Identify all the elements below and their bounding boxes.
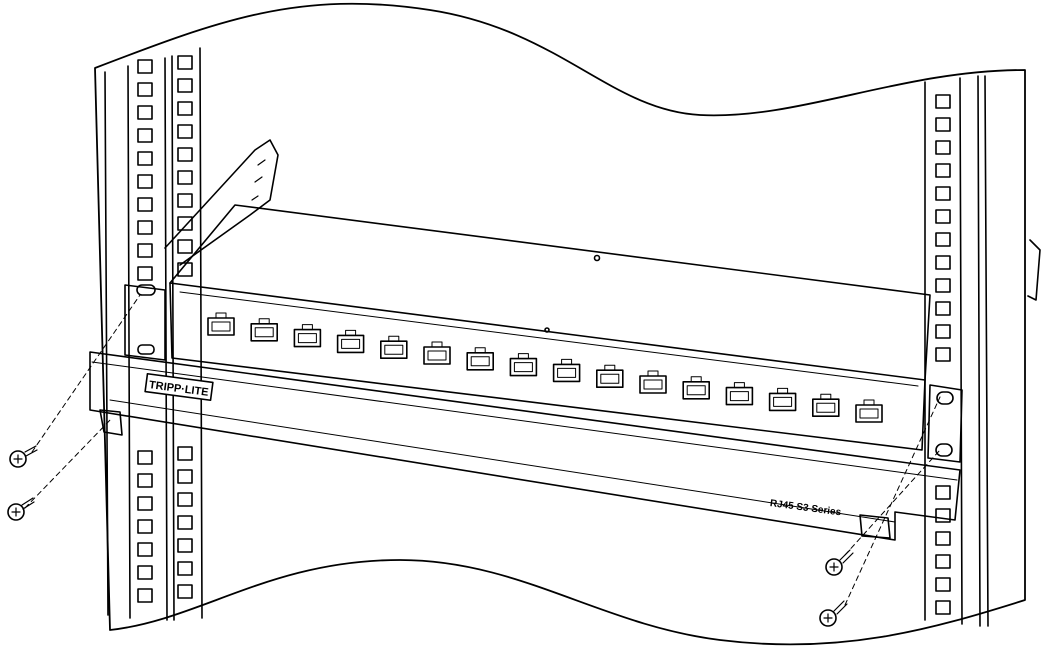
- rail-hole: [137, 542, 153, 557]
- rail-hole: [137, 243, 153, 258]
- rail-hole: [137, 82, 153, 97]
- front-mounting-panel: [89, 351, 961, 541]
- brand-logo: TRIPP·LITE: [144, 372, 214, 402]
- rj45-port: [725, 382, 754, 406]
- right-rack-rail: [924, 75, 989, 627]
- rj45-port: [855, 399, 883, 423]
- rail-hole: [177, 492, 193, 507]
- rail-hole: [137, 128, 153, 143]
- rail-hole: [137, 588, 153, 603]
- rj45-port: [336, 329, 365, 354]
- rail-hole: [137, 59, 153, 74]
- rj45-port: [811, 393, 840, 418]
- rj45-port: [293, 324, 322, 348]
- rail-hole: [935, 255, 951, 270]
- left-mounting-bracket: [164, 139, 279, 266]
- rail-hole: [935, 508, 951, 523]
- rail-hole: [177, 584, 193, 599]
- rj45-port: [423, 341, 451, 365]
- rail-hole: [935, 209, 951, 224]
- rj45-port: [207, 312, 235, 336]
- rail-hole: [935, 278, 951, 293]
- screw-icon: [9, 445, 38, 468]
- rail-hole: [137, 151, 153, 166]
- rail-hole: [935, 186, 951, 201]
- rail-hole: [137, 496, 153, 511]
- rail-hole: [935, 232, 951, 247]
- rj45-port: [552, 358, 581, 383]
- left-rack-ear: [124, 284, 166, 361]
- screw-icon: [7, 497, 35, 521]
- rail-hole: [935, 554, 951, 569]
- device-top-face: [169, 204, 931, 381]
- rj45-port: [639, 370, 667, 394]
- rj45-port: [466, 347, 495, 371]
- rj45-port-row: [207, 312, 883, 423]
- rj45-port: [379, 335, 408, 360]
- left-cage-nut: [99, 409, 123, 436]
- screw-icon: [819, 600, 848, 627]
- screw-icon: [825, 549, 854, 576]
- rail-hole: [177, 101, 193, 116]
- rail-hole: [177, 193, 193, 208]
- rail-hole: [177, 538, 193, 553]
- rail-hole: [935, 347, 951, 362]
- rail-hole: [137, 197, 153, 212]
- rail-hole: [935, 94, 951, 109]
- right-screws: [819, 396, 941, 627]
- rail-hole: [177, 262, 193, 277]
- rail-hole: [935, 600, 951, 615]
- rail-hole: [137, 450, 153, 465]
- rail-hole: [177, 124, 193, 139]
- rail-hole: [177, 561, 193, 576]
- series-label: RJ45 S3 Series: [769, 498, 842, 518]
- rail-hole: [137, 174, 153, 189]
- rail-hole: [935, 485, 951, 500]
- left-screws: [7, 294, 141, 521]
- rail-hole: [137, 266, 153, 281]
- rj45-port: [595, 364, 624, 389]
- rail-hole: [935, 140, 951, 155]
- rail-hole: [137, 519, 153, 534]
- rail-hole: [935, 577, 951, 592]
- rail-hole: [935, 163, 951, 178]
- rail-hole: [935, 117, 951, 132]
- right-edge-clip: [1027, 239, 1041, 301]
- rail-hole: [177, 239, 193, 254]
- rail-hole: [177, 515, 193, 530]
- rail-hole: [137, 220, 153, 235]
- rail-hole: [177, 78, 193, 93]
- rj45-port: [509, 353, 538, 377]
- rail-hole: [137, 565, 153, 580]
- right-cage-nut: [859, 514, 891, 539]
- rail-hole: [935, 301, 951, 316]
- device-front-face: [169, 282, 926, 451]
- rail-hole: [137, 473, 153, 488]
- left-rail-holes: [137, 55, 193, 603]
- rail-hole: [935, 324, 951, 339]
- rail-hole: [177, 216, 193, 231]
- cutaway-outline: [94, 2, 1026, 646]
- rj45-port: [250, 318, 278, 342]
- rail-hole: [177, 147, 193, 162]
- rail-hole: [137, 105, 153, 120]
- rj45-port: [682, 376, 711, 400]
- rail-hole: [177, 170, 193, 185]
- rail-hole: [935, 531, 951, 546]
- right-rail-holes: [935, 94, 951, 615]
- right-rack-ear: [927, 384, 963, 463]
- rj45-port: [768, 387, 797, 412]
- rail-hole: [177, 469, 193, 484]
- rail-hole: [177, 55, 193, 70]
- rail-hole: [177, 446, 193, 461]
- left-rack-rail: [104, 47, 203, 621]
